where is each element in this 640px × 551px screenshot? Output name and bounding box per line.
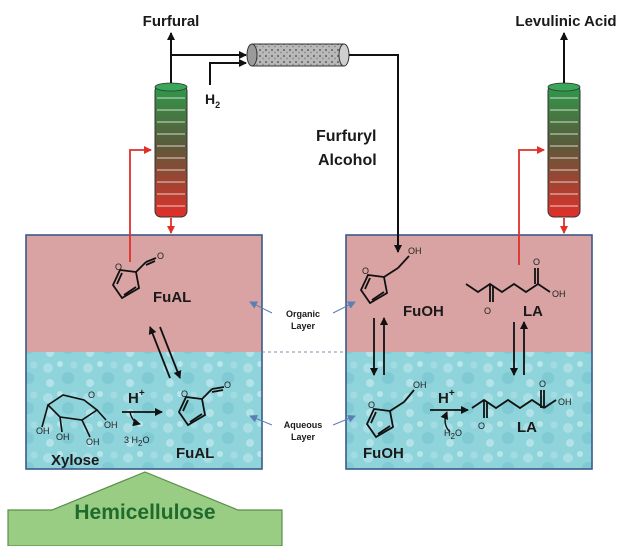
left-organic-layer [26,235,262,352]
oxygen-atom-5: O [362,266,369,276]
right-equilibrium-arrows [370,317,528,376]
la-molecule-aqueous [471,390,557,418]
furfural-molecule-aqueous [177,386,225,427]
water-release-arrow [129,411,141,427]
furfuryl-alcohol-label-1: Furfuryl [316,128,376,145]
right-column [547,82,581,218]
left-equilibrium-arrows [148,326,182,379]
xylose-o: O [88,390,95,400]
water-uptake-arrow [440,411,451,433]
fuoh-molecule-organic [359,255,410,305]
furfuryl-alcohol-arrow [349,54,402,253]
left-aqueous-compound: FuAL [176,445,214,462]
right-organic-compound-2: LA [523,303,543,320]
la-o-1: O [484,306,491,316]
left-column-feed [129,146,152,262]
furfural-label: Furfural [143,13,200,30]
xylose-oh-3: OH [86,437,100,447]
organic-layer-label-2: Layer [291,321,316,331]
right-reactor [345,234,593,470]
oxygen-atom-1: O [115,262,122,272]
layer-pointers [249,301,356,426]
la-o-2: O [533,257,540,267]
fuoh-molecule-aqueous [365,389,415,439]
recycle-lines [129,146,568,265]
xylose-oh-2: OH [56,432,70,442]
oxygen-atom-4: O [224,380,231,390]
hemicellulose-label: Hemicellulose [74,501,215,524]
fuoh-oh-2: OH [413,380,427,390]
la-o-4: O [539,379,546,389]
right-catalyst: H+ [438,388,455,407]
left-organic-compound: FuAL [153,289,191,306]
organic-layer-label-1: Organic [286,309,320,319]
right-aqueous-compound-2: LA [517,419,537,436]
h2-feed-arrow [209,59,247,85]
la-molecule-organic [465,268,551,302]
hydrogenation-reactor [246,43,350,67]
right-column-feed [518,146,545,265]
left-catalyst: H+ [128,388,145,407]
process-lines [167,32,568,253]
h2-label: H2 [205,91,220,110]
right-water-label: H2O [444,428,462,441]
left-water-label: 3 H2O [124,435,149,448]
aqueous-layer-label-2: Layer [291,432,316,442]
oxygen-atom-6: O [368,400,375,410]
hemicellulose-feed-arrow: Hemicellulose [7,471,283,547]
aqueous-layer-label-1: Aqueous [284,420,323,430]
left-column [154,82,188,218]
right-organic-compound-1: FuOH [403,303,444,320]
furfural-molecule-organic [111,257,157,300]
oxygen-atom-3: O [181,389,188,399]
left-reactor [25,234,263,470]
furfuryl-alcohol-label-2: Alcohol [318,152,377,169]
la-oh-1: OH [552,289,566,299]
oxygen-atom-2: O [157,251,164,261]
fuoh-oh-1: OH [408,246,422,256]
right-aqueous-compound-1: FuOH [363,445,404,462]
xylose-oh-4: OH [104,420,118,430]
xylose-oh-1: OH [36,426,50,436]
levulinic-acid-label: Levulinic Acid [515,13,616,30]
left-aqueous-layer [26,352,262,469]
la-oh-2: OH [558,397,572,407]
xylose-molecule [41,394,107,438]
xylose-label: Xylose [51,452,99,469]
la-o-3: O [478,421,485,431]
